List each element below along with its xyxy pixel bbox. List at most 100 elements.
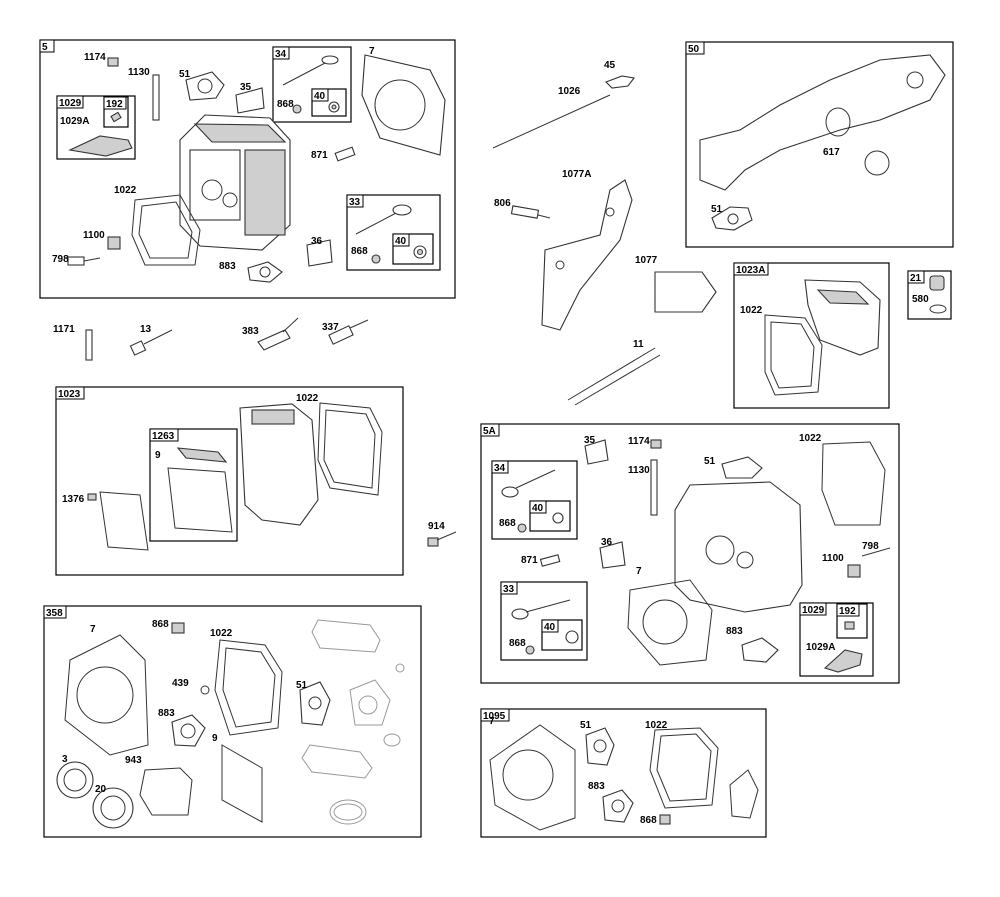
svg-text:1022: 1022 <box>114 185 137 196</box>
head-gasket <box>361 54 446 156</box>
group-5-frame <box>39 39 456 299</box>
svg-text:1023A: 1023A <box>736 265 765 276</box>
svg-text:7: 7 <box>489 716 495 727</box>
svg-text:7: 7 <box>369 46 375 57</box>
group-5-label: 5 <box>42 42 48 53</box>
svg-text:1174: 1174 <box>84 52 106 63</box>
svg-text:192: 192 <box>839 606 856 617</box>
group-5-tag <box>39 39 55 53</box>
svg-text:871: 871 <box>311 150 328 161</box>
svg-text:1376: 1376 <box>62 494 85 505</box>
subgroup-33-frame <box>346 194 441 271</box>
svg-text:51: 51 <box>580 720 592 731</box>
svg-text:868: 868 <box>152 619 169 630</box>
svg-text:1100: 1100 <box>822 553 844 564</box>
svg-text:617: 617 <box>823 147 840 158</box>
svg-text:51: 51 <box>711 204 723 215</box>
svg-text:35: 35 <box>584 435 596 446</box>
svg-text:1029A: 1029A <box>60 116 89 127</box>
svg-text:1022: 1022 <box>296 393 319 404</box>
svg-text:1171: 1171 <box>53 324 75 335</box>
svg-text:868: 868 <box>640 815 657 826</box>
part-383 <box>257 329 291 351</box>
svg-text:868: 868 <box>277 99 294 110</box>
group-358-frame <box>43 605 422 838</box>
subgroup-34-frame <box>272 46 352 123</box>
group-50: 50 617 51 <box>685 41 954 248</box>
svg-text:1022: 1022 <box>740 305 763 316</box>
svg-text:883: 883 <box>588 781 605 792</box>
svg-text:1095: 1095 <box>483 711 506 722</box>
svg-text:1077A: 1077A <box>562 169 591 180</box>
svg-text:20: 20 <box>95 784 107 795</box>
svg-text:914: 914 <box>428 521 445 532</box>
svg-text:40: 40 <box>314 91 326 102</box>
cover-plate <box>99 491 149 551</box>
group-21-frame <box>907 270 952 320</box>
group-1023: 1023 1263 9 1022 1376 <box>55 386 404 576</box>
svg-text:1174: 1174 <box>628 436 650 447</box>
svg-text:1029: 1029 <box>802 605 825 616</box>
svg-text:40: 40 <box>532 503 544 514</box>
svg-text:11: 11 <box>633 339 644 350</box>
group-50-frame <box>685 41 954 248</box>
svg-text:1077: 1077 <box>635 255 658 266</box>
group-1095: 1095 7 51 1022 883 868 <box>480 708 767 838</box>
o-ring-617 <box>864 150 890 176</box>
bracket-1077A <box>541 179 633 331</box>
svg-text:33: 33 <box>503 584 515 595</box>
subgroup-40-frame <box>311 88 347 117</box>
svg-text:1023: 1023 <box>58 389 81 400</box>
cylinder-head <box>179 114 291 251</box>
rocker-arm <box>68 135 133 157</box>
subgroup-1263-frame <box>149 428 238 542</box>
bracket-1077 <box>654 271 717 313</box>
svg-text:798: 798 <box>862 541 879 552</box>
svg-text:1026: 1026 <box>558 86 581 97</box>
svg-text:1130: 1130 <box>128 67 150 78</box>
svg-text:9: 9 <box>212 733 218 744</box>
svg-text:36: 36 <box>601 537 613 548</box>
svg-text:883: 883 <box>158 708 175 719</box>
group-358: 358 7 868 1022 439 883 51 9 3 943 <box>43 605 422 838</box>
svg-text:868: 868 <box>351 246 368 257</box>
loose-parts-mid: 1171 13 383 337 <box>53 317 369 361</box>
subgroup-1029-frame <box>56 95 136 160</box>
svg-text:883: 883 <box>726 626 743 637</box>
rocker-cover-gasket <box>131 194 201 266</box>
loose-part-914: 914 <box>427 521 457 547</box>
svg-text:943: 943 <box>125 755 142 766</box>
part-1171 <box>85 329 93 361</box>
group-5A-frame <box>480 423 900 684</box>
svg-text:1100: 1100 <box>83 230 105 241</box>
subgroup-34-label: 34 <box>275 49 287 60</box>
group-1095-frame <box>480 708 767 838</box>
group-5A: 5A 34 40 33 40 1029 192 <box>480 423 900 684</box>
svg-text:1130: 1130 <box>628 465 650 476</box>
svg-text:383: 383 <box>242 326 259 337</box>
svg-text:871: 871 <box>521 555 538 566</box>
cylinder-head-5A <box>674 481 803 613</box>
svg-text:51: 51 <box>296 680 308 691</box>
bolt-13 <box>143 329 173 345</box>
svg-text:192: 192 <box>106 99 123 110</box>
valve-spring-36 <box>306 239 333 267</box>
svg-text:883: 883 <box>219 261 236 272</box>
svg-text:337: 337 <box>322 322 339 333</box>
svg-text:7: 7 <box>90 624 96 635</box>
svg-text:13: 13 <box>140 324 152 335</box>
svg-text:51: 51 <box>704 456 716 467</box>
svg-text:358: 358 <box>46 608 63 619</box>
svg-text:40: 40 <box>395 236 407 247</box>
group-1023A: 1023A 1022 <box>733 262 890 409</box>
svg-text:36: 36 <box>311 236 323 247</box>
svg-text:1029A: 1029A <box>806 642 835 653</box>
valve-seal <box>292 104 302 114</box>
svg-text:1263: 1263 <box>152 431 175 442</box>
rocker-cover-1023 <box>239 403 319 526</box>
svg-text:45: 45 <box>604 60 616 71</box>
svg-text:1022: 1022 <box>645 720 668 731</box>
svg-text:806: 806 <box>494 198 511 209</box>
bolt-806 <box>510 205 540 219</box>
